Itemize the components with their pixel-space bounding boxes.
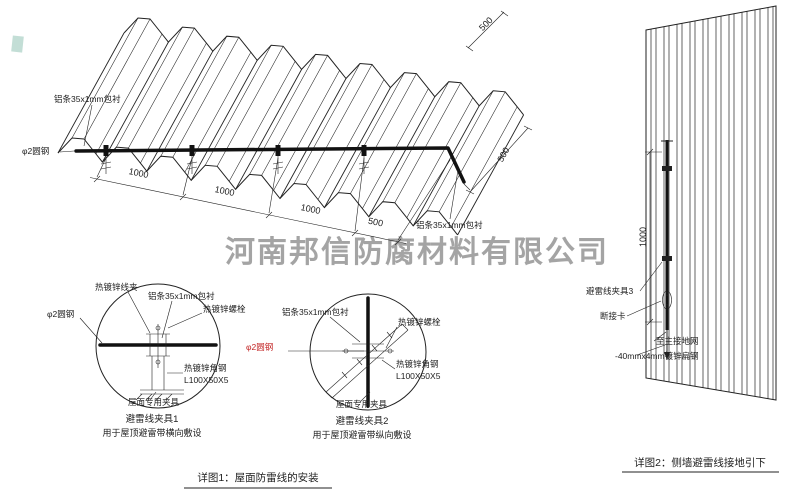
lightning-wire bbox=[74, 146, 466, 184]
caption-detail-2: 详图2：侧墙避雷线接地引下 bbox=[634, 456, 766, 469]
watermark-text: 河南邦信防腐材料有限公司 bbox=[225, 236, 609, 269]
label-galv-flat-steel: -40mmx4mm镀锌扁钢 bbox=[615, 351, 699, 361]
caption-detail-1: 详图1：屋面防雷线的安装 bbox=[197, 471, 319, 484]
detail-2-circle bbox=[309, 293, 427, 411]
label-round-steel-red: φ2圆钢 bbox=[246, 342, 273, 352]
corner-stamp bbox=[11, 35, 24, 53]
detail-2: 铝条35x1mm包衬 热镀锌螺栓 φ2圆钢 热镀锌角钢 L100X50X5 屋面… bbox=[246, 293, 441, 440]
wire-clamp bbox=[100, 145, 112, 174]
arrow-down-icon bbox=[664, 352, 670, 360]
label-alum-strip-bottom: 铝条35x1mm包衬 bbox=[416, 220, 483, 230]
detail-2-leader-lines bbox=[288, 316, 398, 403]
roof-labels: 铝条35x1mm包衬 φ2圆钢 铝条35x1mm包衬 bbox=[22, 94, 483, 230]
label-angle-steel-size: L100X50X5 bbox=[184, 375, 229, 385]
detail-1-title: 避雷线夹具1 bbox=[126, 413, 179, 425]
label-galv-bolt: 热镀锌螺栓 bbox=[398, 317, 441, 327]
detail-2-clamp-structure bbox=[325, 323, 409, 399]
label-alum-strip-top: 铝条35x1mm包衬 bbox=[54, 94, 121, 104]
wall-clamp-icon bbox=[662, 166, 672, 171]
disconnect-card-icon bbox=[662, 290, 672, 310]
bolt-icon bbox=[155, 359, 161, 365]
dim-1000-a: 1000 bbox=[128, 166, 150, 180]
label-alum-strip: 铝条35x1mm包衬 bbox=[282, 307, 349, 317]
wall-corrugation bbox=[650, 6, 774, 400]
wall-dimension-lines bbox=[645, 148, 662, 326]
bolt-icon bbox=[665, 304, 669, 308]
label-to-main-ground: 至主接地网 bbox=[656, 336, 699, 346]
label-wire-clamp-3: 避雷线夹具3 bbox=[586, 286, 634, 296]
detail-2-subtitle: 用于屋顶避雷带纵向敷设 bbox=[312, 429, 411, 440]
label-round-steel: φ2圆钢 bbox=[22, 146, 49, 156]
bolt-icon bbox=[665, 292, 669, 296]
label-roof-fixture: 屋面专用夹具 bbox=[128, 397, 180, 407]
dim-top-500: 500 bbox=[477, 15, 495, 33]
label-disconnect-card: 断接卡 bbox=[600, 311, 626, 321]
wall-outline bbox=[645, 5, 777, 401]
wall-clamp-icon bbox=[662, 256, 672, 261]
bolt-icon bbox=[155, 325, 161, 331]
label-roof-fixture: 屋面专用夹具 bbox=[336, 399, 388, 409]
label-angle-steel-size: L100X50X5 bbox=[396, 371, 441, 381]
detail-2-title: 避雷线夹具2 bbox=[336, 415, 389, 427]
detail-1-subtitle: 用于屋顶避雷带横向敷设 bbox=[102, 427, 201, 438]
wall-leader-lines bbox=[626, 261, 667, 356]
label-galv-wire-clip: 热镀锌线夹 bbox=[95, 282, 138, 292]
wall-drawing: 1000 避雷线夹具3 断接卡 至主接地网 -40mmx4mm镀锌扁钢 详图2：… bbox=[586, 5, 779, 473]
dim-1000-b: 1000 bbox=[214, 184, 236, 198]
label-angle-steel: 热镀锌角钢 bbox=[396, 359, 439, 369]
roof-corrugated-sheet bbox=[57, 17, 524, 236]
roof-drawing: 1000 1000 1000 500 500 500 铝条35x1mm包衬 φ2… bbox=[22, 10, 533, 489]
detail-1-clamp-structure bbox=[135, 324, 184, 401]
detail-1: 热镀锌线夹 铝条35x1mm包衬 热镀锌螺栓 φ2圆钢 热镀锌角钢 L100X5… bbox=[47, 282, 246, 438]
label-alum-strip: 铝条35x1mm包衬 bbox=[148, 291, 215, 301]
detail-1-leader-lines bbox=[79, 291, 203, 401]
label-round-steel: φ2圆钢 bbox=[47, 309, 74, 319]
label-angle-steel: 热镀锌角钢 bbox=[184, 363, 227, 373]
bolt-icon bbox=[387, 348, 393, 354]
label-galv-bolt: 热镀锌螺栓 bbox=[203, 304, 246, 314]
detail-1-circle bbox=[95, 283, 221, 409]
dim-500: 500 bbox=[367, 216, 384, 229]
wall-dim-1000: 1000 bbox=[638, 227, 648, 247]
dim-1000-c: 1000 bbox=[300, 202, 322, 216]
